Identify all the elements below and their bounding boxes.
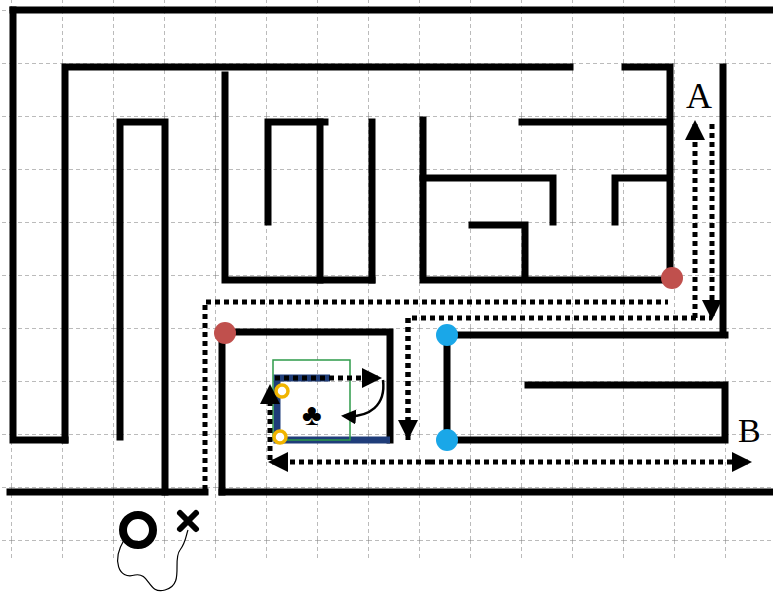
orange-ring: [276, 385, 288, 397]
blue-dot: [436, 429, 458, 451]
grid: [0, 0, 773, 560]
o-mark: [123, 515, 153, 545]
maze-walls: [10, 10, 770, 492]
curved-arrow: [344, 380, 383, 416]
target-box: [273, 360, 350, 440]
corner-label: B: [738, 414, 761, 448]
corner-label: A: [686, 78, 712, 114]
club-symbol: ♣: [302, 400, 322, 430]
orange-ring: [274, 431, 286, 443]
blue-dot: [436, 324, 458, 346]
x-mark: [180, 513, 196, 529]
string: [118, 530, 188, 591]
red-dot: [214, 322, 236, 344]
dotted-route: [205, 124, 748, 490]
inner-walls: [277, 378, 390, 440]
red-dot: [661, 267, 683, 289]
